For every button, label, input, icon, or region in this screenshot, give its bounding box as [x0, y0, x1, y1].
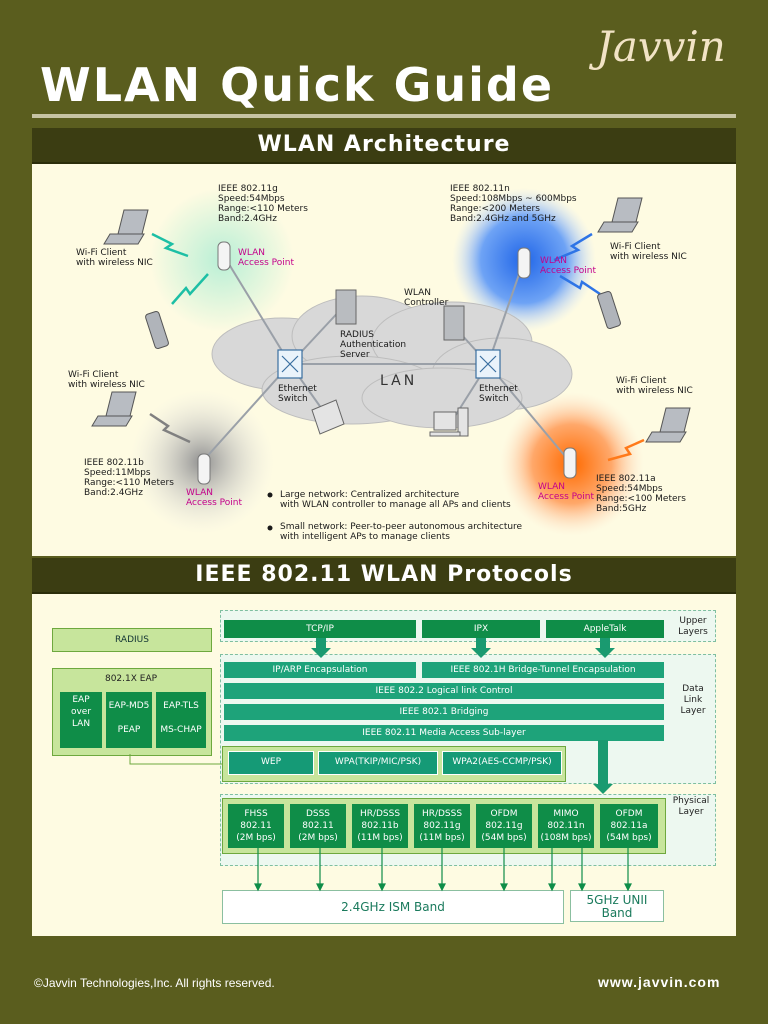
phy-hrdsss-g: HR/DSSS 802.11g (11M bps)	[414, 804, 470, 848]
eap-title: 802.1X EAP	[104, 674, 158, 684]
upper-appletalk: AppleTalk	[546, 620, 664, 638]
ap-spec-80211b: IEEE 802.11b Speed:11Mbps Range:<110 Met…	[84, 458, 174, 498]
protocols-panel: TCP/IP IPX AppleTalk Upper Layers IP/ARP…	[32, 594, 736, 936]
security-wep: WEP	[228, 751, 314, 775]
page-title: WLAN Quick Guide	[40, 58, 555, 112]
ap-label-bottom-left: WLAN Access Point	[186, 488, 243, 508]
ap-spec-80211a: IEEE 802.11a Speed:54Mbps Range:<100 Met…	[596, 474, 686, 514]
radius-server-label: RADIUS Authentication Server	[340, 330, 407, 360]
architecture-heading: WLAN Architecture	[32, 128, 736, 164]
upper-layers-label: Upper Layers	[678, 616, 708, 637]
ieee-8021-bridging: IEEE 802.1 Bridging	[224, 704, 664, 720]
logical-link-control: IEEE 802.2 Logical link Control	[224, 683, 664, 699]
phy-fhss: FHSS 802.11 (2M bps)	[228, 804, 284, 848]
header-divider	[32, 114, 736, 118]
ethernet-switch-label-left: Ethernet Switch	[278, 384, 317, 404]
brand-logo: Javvin	[596, 22, 726, 71]
eap-over-lan: EAP over LAN	[60, 692, 102, 748]
physical-layer-label: Physical Layer	[672, 796, 710, 817]
phy-dsss: DSSS 802.11 (2M bps)	[290, 804, 346, 848]
note-large-network: Large network: Centralized architecture …	[280, 490, 511, 510]
architecture-diagram	[91, 188, 691, 536]
phy-mimo-n: MIMO 802.11n (108M bps)	[538, 804, 594, 848]
server-icons	[335, 289, 465, 341]
eap-tls-mschap: EAP-TLS MS-CHAP	[156, 692, 206, 748]
wireless-signals	[149, 232, 645, 462]
laptop-icons	[91, 197, 691, 443]
client-label-top-left: Wi-Fi Client with wireless NIC	[76, 248, 153, 268]
ethernet-switch-label-right: Ethernet Switch	[479, 384, 518, 404]
band-24ghz-ism: 2.4GHz ISM Band	[222, 890, 564, 924]
phy-ofdm-g: OFDM 802.11g (54M bps)	[476, 804, 532, 848]
note-bullets	[267, 492, 273, 531]
wlan-controller-label: WLAN Controller	[404, 288, 449, 308]
ap-label-top-left: WLAN Access Point	[238, 248, 295, 268]
radius-box: RADIUS	[52, 628, 212, 652]
client-label-bottom-right: Wi-Fi Client with wireless NIC	[616, 376, 693, 396]
footer-url[interactable]: www.javvin.com	[598, 974, 721, 990]
architecture-panel: IEEE 802.11g Speed:54Mbps Range:<110 Met…	[32, 164, 736, 556]
client-label-top-right: Wi-Fi Client with wireless NIC	[610, 242, 687, 262]
protocols-heading: IEEE 802.11 WLAN Protocols	[32, 558, 736, 594]
eap-md5-peap: EAP-MD5 PEAP	[106, 692, 152, 748]
fax-and-pc-icons	[311, 399, 469, 437]
lan-label: LAN	[380, 373, 418, 389]
ap-label-bottom-right: WLAN Access Point	[538, 482, 595, 502]
upper-ipx: IPX	[422, 620, 540, 638]
client-label-bottom-left: Wi-Fi Client with wireless NIC	[68, 370, 145, 390]
ethernet-switch-icons	[277, 349, 501, 379]
bridge-tunnel-encapsulation: IEEE 802.1H Bridge-Tunnel Encapsulation	[422, 662, 664, 678]
security-wpa: WPA(TKIP/MIC/PSK)	[318, 751, 438, 775]
phy-hrdsss-b: HR/DSSS 802.11b (11M bps)	[352, 804, 408, 848]
ip-arp-encapsulation: IP/ARP Encapsulation	[224, 662, 416, 678]
note-small-network: Small network: Peer-to-peer autonomous a…	[280, 522, 523, 542]
data-link-layer-label: Data Link Layer	[680, 684, 706, 716]
footer-copyright: ©Javvin Technologies,Inc. All rights res…	[34, 976, 275, 990]
lan-cloud	[211, 295, 573, 429]
ap-spec-80211g: IEEE 802.11g Speed:54Mbps Range:<110 Met…	[218, 184, 308, 224]
access-point-icons	[197, 241, 577, 485]
ap-spec-80211n: IEEE 802.11n Speed:108Mbps ~ 600Mbps Ran…	[450, 184, 577, 224]
band-5ghz-unii: 5GHz UNII Band	[570, 890, 664, 922]
upper-tcpip: TCP/IP	[224, 620, 416, 638]
phy-ofdm-a: OFDM 802.11a (54M bps)	[600, 804, 658, 848]
security-wpa2: WPA2(AES-CCMP/PSK)	[442, 751, 562, 775]
phone-icons	[145, 290, 621, 350]
media-access-sublayer: IEEE 802.11 Media Access Sub-layer	[224, 725, 664, 741]
ap-label-top-right: WLAN Access Point	[540, 256, 597, 276]
